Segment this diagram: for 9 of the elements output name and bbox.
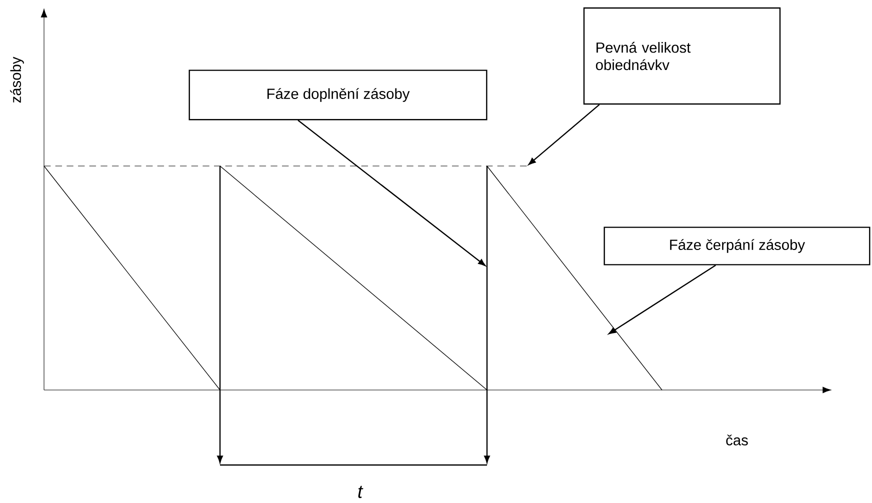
callout-box: Fáze doplnění zásoby bbox=[188, 70, 488, 120]
leader-line bbox=[298, 120, 486, 266]
leader-line bbox=[528, 104, 600, 165]
leader-line bbox=[608, 264, 716, 334]
dimension-label: t bbox=[358, 486, 364, 498]
axis-label: zásoby bbox=[10, 56, 24, 103]
callout-box: Fáze čerpání zásoby bbox=[604, 226, 870, 266]
callout-box: Pevná velikost obiednávkv bbox=[583, 7, 781, 105]
axis-label: čas bbox=[726, 434, 748, 446]
